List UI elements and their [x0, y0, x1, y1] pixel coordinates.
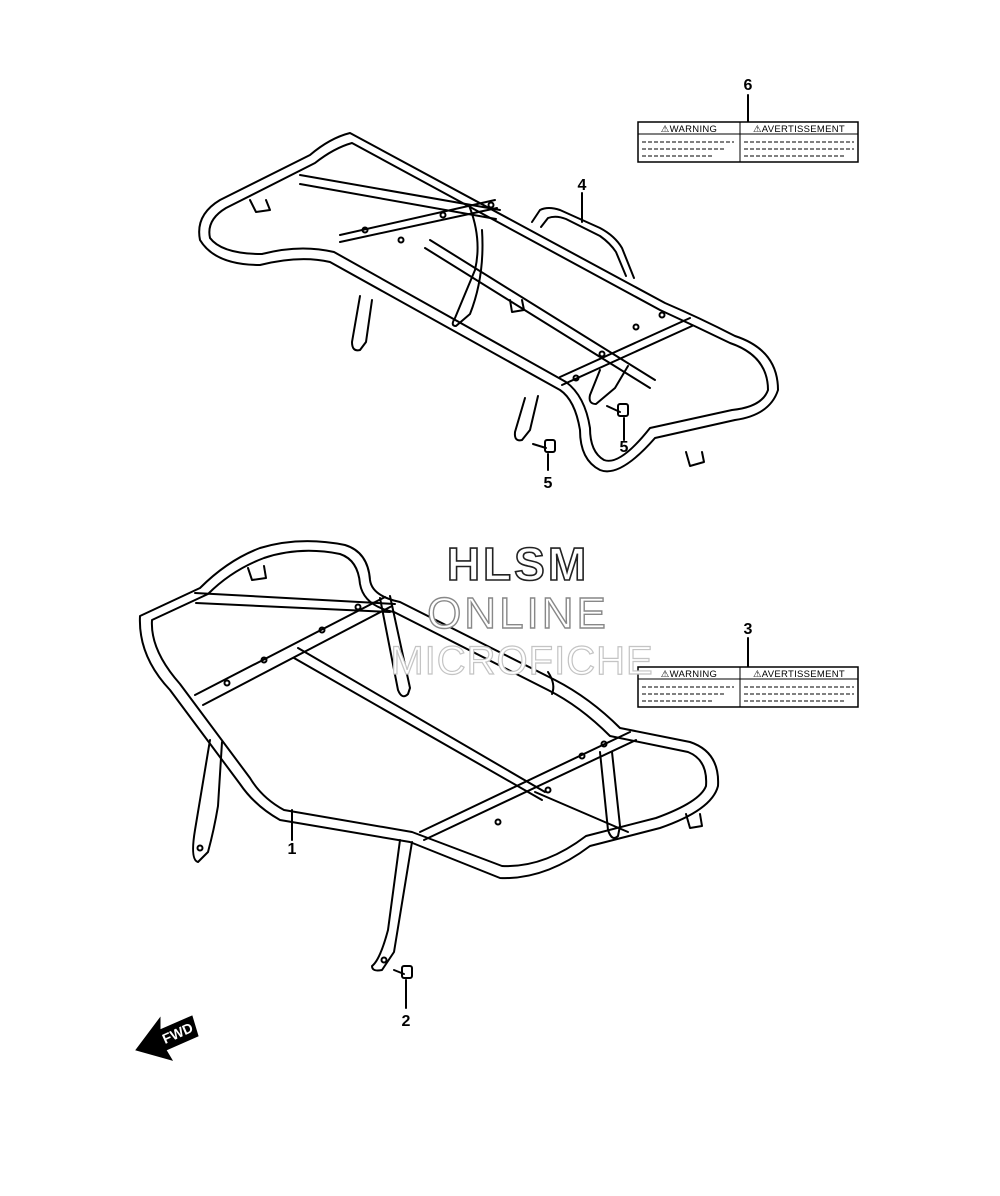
warning-label-bottom: ⚠WARNING ⚠AVERTISSEMENT — [637, 666, 859, 708]
label-bottom-right-heading: ⚠AVERTISSEMENT — [753, 669, 845, 680]
callout-1: 1 — [288, 841, 297, 858]
bolt-upper — [606, 403, 629, 417]
callout-5-lower: 5 — [544, 475, 553, 492]
warning-label-top: ⚠WARNING ⚠AVERTISSEMENT — [637, 121, 859, 163]
callout-4: 4 — [578, 177, 587, 194]
bolt-lower — [532, 439, 556, 453]
callout-3: 3 — [744, 621, 753, 638]
bolt-front — [393, 965, 413, 979]
watermark: HLSM ONLINE MICROFICHE — [390, 537, 654, 683]
watermark-line-3: MICROFICHE — [390, 639, 653, 683]
callout-5-upper: 5 — [620, 439, 629, 456]
callout-2: 2 — [402, 1013, 411, 1030]
label-top-left-heading: ⚠WARNING — [661, 124, 717, 135]
rear-carrier — [198, 132, 779, 473]
fwd-arrow-icon: FWD — [135, 1015, 199, 1061]
watermark-line-1: HLSM — [447, 538, 589, 590]
label-bottom-left-heading: ⚠WARNING — [661, 669, 717, 680]
watermark-line-2: ONLINE — [427, 589, 609, 638]
front-carrier — [138, 94, 749, 1009]
callout-6: 6 — [744, 77, 753, 94]
label-top-right-heading: ⚠AVERTISSEMENT — [753, 124, 845, 135]
